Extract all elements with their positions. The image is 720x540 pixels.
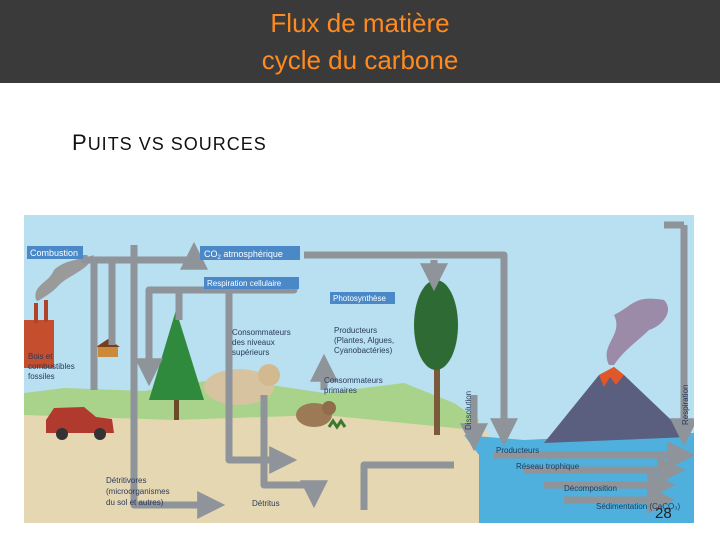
detritus-label: Détritus <box>252 499 280 508</box>
respiration-box <box>204 277 299 289</box>
respiration-cellulaire-label: Respiration cellulaire <box>207 279 282 288</box>
arrow-detritus-ocean <box>360 461 454 510</box>
dissolution-label: Dissolution <box>464 391 473 430</box>
tall-tree-foliage <box>414 280 458 370</box>
slide-number: 28 <box>655 505 672 522</box>
slide-title-line2: cycle du carbone <box>261 45 459 75</box>
carbon-cycle-diagram: Combustion CO2 atmosphérique Respiration… <box>24 215 698 523</box>
grassland <box>24 378 479 430</box>
producteurs-ocean-label: Producteurs <box>496 446 539 455</box>
photosynthese-box <box>330 292 395 304</box>
title-bar: Flux de matière cycle du carbone <box>0 0 720 83</box>
bois-line3: fossiles <box>28 372 55 381</box>
volcano-smoke <box>606 298 669 365</box>
carbon-cycle-svg: Combustion CO2 atmosphérique Respiration… <box>24 215 698 523</box>
rabbit-head <box>322 401 336 415</box>
bois-line1: Bois et <box>28 352 53 361</box>
car <box>46 407 114 433</box>
factory-chimney <box>34 303 38 323</box>
conifer-trunk <box>174 400 179 420</box>
plant <box>327 418 347 430</box>
consommateurs-sup-line2: des niveaux <box>232 338 275 347</box>
subtitle-initial: P <box>72 130 88 155</box>
consommateurs-prim-line2: primaires <box>324 386 357 395</box>
lynx <box>204 369 274 405</box>
consommateurs-prim-line1: Consommateurs <box>324 376 383 385</box>
subtitle-rest: UITS VS SOURCES <box>87 134 267 154</box>
producteurs-line1: Producteurs <box>334 326 377 335</box>
arrow-combustion-stem <box>80 255 94 264</box>
reseau-trophique-label: Réseau trophique <box>516 462 580 471</box>
combustion-box <box>27 246 83 259</box>
volcano <box>544 367 689 443</box>
arrow-co2-ocean <box>304 251 518 447</box>
arrow-to-detritus <box>260 395 328 509</box>
co2-subscript: 2 <box>218 255 222 261</box>
car-wheel <box>94 428 106 440</box>
bois-line2: combustibles <box>28 362 75 371</box>
slide-subtitle: PUITS VS SOURCES <box>72 130 267 156</box>
car-wheel <box>56 428 68 440</box>
consommateurs-sup-line1: Consommateurs <box>232 328 291 337</box>
co2-label: CO2 atmosphérique <box>204 249 283 261</box>
factory-chimney <box>44 300 48 322</box>
decomposition-label: Décomposition <box>564 484 617 493</box>
detritivores-line1: Détritivores <box>106 476 146 485</box>
consommateurs-sup-line3: supérieurs <box>232 348 269 357</box>
producteurs-line2: (Plantes, Algues, <box>334 336 394 345</box>
producteurs-line3: Cyanobactéries) <box>334 346 393 355</box>
lava <box>599 367 624 387</box>
photosynthese-label: Photosynthèse <box>333 294 386 303</box>
co2-prefix: CO <box>204 249 218 259</box>
respiration-volcan-label: Respiration <box>681 385 690 425</box>
house <box>98 347 118 357</box>
lynx-head <box>258 364 280 386</box>
co2-box <box>200 246 300 260</box>
detritivores-line2: (microorganismes <box>106 487 170 496</box>
arrow-combustion <box>90 241 208 390</box>
co2-suffix: atmosphérique <box>221 249 283 259</box>
sedimentation-label: Sédimentation (CaCO₃) <box>596 502 681 511</box>
detritivores-line3: du sol et autres) <box>106 498 164 507</box>
tall-tree-trunk <box>434 335 440 435</box>
combustion-label: Combustion <box>30 248 78 258</box>
slide-title-line1: Flux de matière <box>270 8 450 38</box>
factory-smoke <box>35 255 94 301</box>
factory <box>24 320 54 368</box>
arrow-left-loop <box>130 245 226 519</box>
